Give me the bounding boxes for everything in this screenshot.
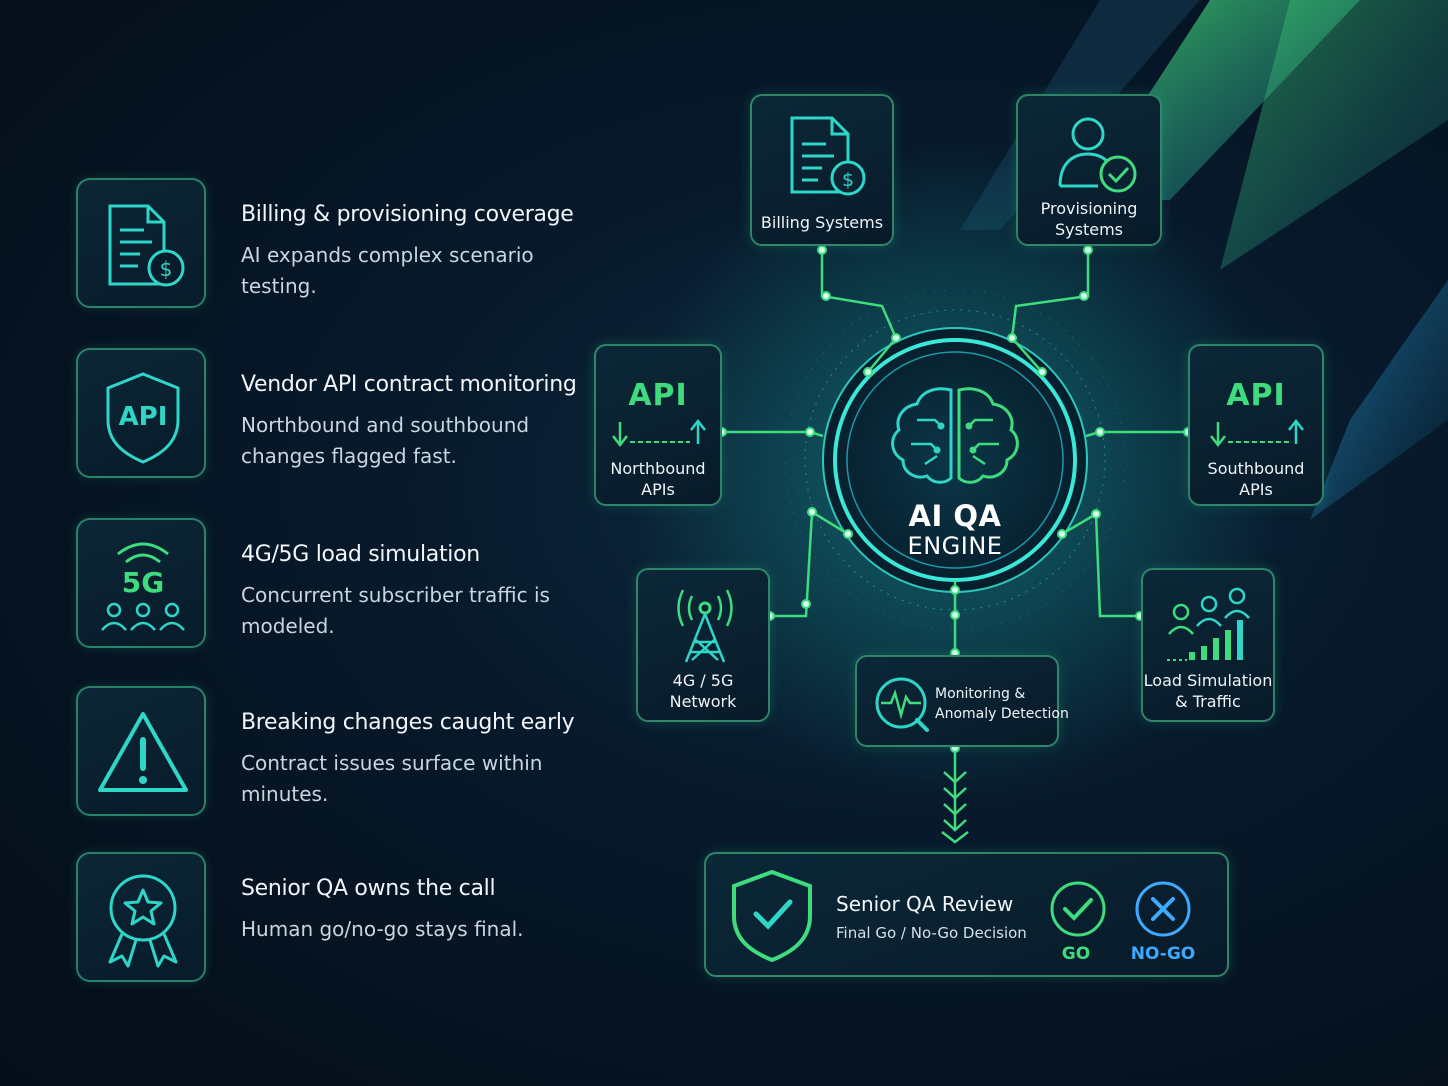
no-go-label[interactable]: NO-GO bbox=[1130, 944, 1196, 964]
feature-tile bbox=[76, 686, 206, 816]
billing-document-icon: $ bbox=[108, 204, 185, 287]
go-check-icon[interactable] bbox=[1050, 881, 1106, 937]
node-label: Northbound APIs bbox=[610, 459, 706, 499]
node-label: Monitoring & bbox=[935, 686, 1026, 702]
go-label[interactable]: GO bbox=[1061, 944, 1091, 964]
api-direction-arrows-icon bbox=[612, 418, 706, 448]
node-label: Provisioning Systems bbox=[1040, 199, 1138, 239]
api-badge: API bbox=[628, 378, 688, 413]
feature-title: Senior QA owns the call bbox=[241, 876, 496, 901]
review-subtitle: Final Go / No-Go Decision bbox=[836, 924, 1027, 942]
warning-triangle-icon bbox=[98, 712, 188, 792]
review-icons bbox=[732, 869, 1191, 963]
award-ribbon-icon bbox=[108, 874, 178, 968]
feature-description: Concurrent subscriber traffic is modeled… bbox=[241, 583, 550, 638]
feature-senior-qa: Senior QA owns the call Human go/no-go s… bbox=[76, 852, 596, 984]
node-label: Anomaly Detection bbox=[935, 706, 1069, 722]
feature-title: Vendor API contract monitoring bbox=[241, 372, 577, 397]
users-bar-chart-icon bbox=[1167, 587, 1250, 661]
feature-tile: API bbox=[76, 348, 206, 478]
node-provisioning-systems: Provisioning Systems bbox=[1016, 94, 1162, 246]
brain-circuit-icon bbox=[891, 387, 1019, 484]
feature-tile: $ bbox=[76, 178, 206, 308]
5g-users-icon: 5G bbox=[101, 542, 185, 631]
feature-breaking-changes: Breaking changes caught early Contract i… bbox=[76, 686, 596, 818]
svg-text:$: $ bbox=[842, 169, 854, 191]
feature-title: 4G/5G load simulation bbox=[241, 542, 480, 567]
ai-qa-engine: AI QA ENGINE bbox=[855, 360, 1055, 560]
svg-text:$: $ bbox=[160, 257, 173, 281]
connector-billing bbox=[820, 246, 898, 373]
svg-text:5G: 5G bbox=[122, 566, 164, 599]
feature-tile bbox=[76, 852, 206, 982]
feature-load-simulation: 5G 4G/5G load simulation Concurrent subs… bbox=[76, 518, 596, 650]
node-label: Load Simulation & Traffic bbox=[1143, 671, 1273, 711]
cell-tower-icon bbox=[677, 589, 733, 663]
shield-check-icon bbox=[732, 869, 812, 963]
node-billing-systems: $ Billing Systems bbox=[750, 94, 894, 246]
feature-title: Billing & provisioning coverage bbox=[241, 202, 574, 227]
engine-title: AI QA bbox=[908, 499, 1002, 533]
monitor-magnifier-icon bbox=[875, 677, 929, 732]
billing-document-icon: $ bbox=[790, 116, 866, 196]
api-shield-icon: API bbox=[106, 372, 180, 464]
connector-provisioning bbox=[1010, 246, 1090, 373]
node-monitoring-anomaly: Monitoring & Anomaly Detection bbox=[855, 655, 1069, 747]
svg-text:API: API bbox=[119, 402, 168, 432]
no-go-x-icon[interactable] bbox=[1135, 881, 1191, 937]
feature-description: AI expands complex scenario testing. bbox=[241, 243, 534, 298]
engine-subtitle: ENGINE bbox=[907, 532, 1003, 560]
feature-billing-coverage: $ Billing & provisioning coverage AI exp… bbox=[76, 178, 596, 310]
feature-tile: 5G bbox=[76, 518, 206, 648]
node-load-simulation: Load Simulation & Traffic bbox=[1141, 568, 1275, 722]
node-label: Southbound APIs bbox=[1207, 459, 1305, 499]
node-northbound-apis: API Northbound APIs bbox=[594, 344, 722, 506]
api-direction-arrows-icon bbox=[1210, 418, 1304, 448]
feature-title: Breaking changes caught early bbox=[241, 710, 575, 735]
connector-load bbox=[1061, 511, 1140, 618]
feature-description: Human go/no-go stays final. bbox=[241, 917, 524, 941]
review-arrow-chevrons bbox=[941, 771, 969, 844]
user-check-icon bbox=[1058, 117, 1137, 193]
feature-description: Northbound and southbound changes flagge… bbox=[241, 413, 530, 468]
senior-qa-review-panel: Senior QA Review Final Go / No-Go Decisi… bbox=[704, 852, 1229, 977]
review-title: Senior QA Review bbox=[836, 892, 1014, 916]
feature-api-monitoring: API Vendor API contract monitoring North… bbox=[76, 348, 596, 480]
node-label: Billing Systems bbox=[760, 213, 884, 232]
connector-network bbox=[770, 509, 849, 618]
node-southbound-apis: API Southbound APIs bbox=[1188, 344, 1324, 506]
node-label: 4G / 5G Network bbox=[669, 671, 737, 711]
feature-description: Contract issues surface within minutes. bbox=[241, 751, 543, 806]
node-4g-5g-network: 4G / 5G Network bbox=[636, 568, 770, 722]
api-badge: API bbox=[1226, 378, 1286, 413]
